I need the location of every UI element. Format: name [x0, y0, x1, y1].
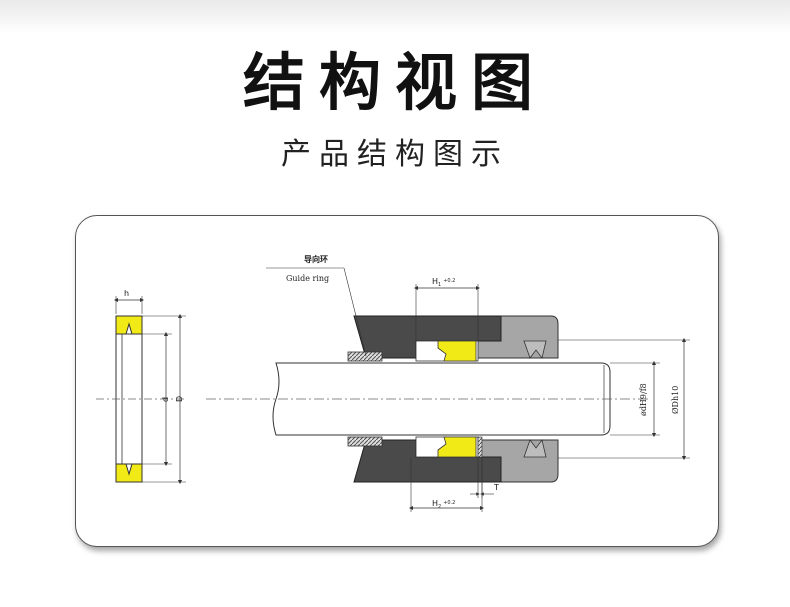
top-shade [0, 0, 790, 34]
dim-h-label: h [124, 289, 129, 298]
guide-ring-top [347, 351, 383, 362]
dim-d-label: d [161, 397, 170, 402]
structure-diagram-card: h d D [75, 215, 719, 547]
guide-ring-bottom [347, 436, 383, 447]
dim-Dh10-label: ØDh10 [671, 386, 680, 414]
guide-ring-en-label: Guide ring [286, 274, 329, 283]
structure-diagram: h d D [96, 254, 690, 512]
dim-T-label: T [493, 483, 499, 492]
page-subtitle: 产品结构图示 [281, 137, 509, 172]
assembly-cross-section: 导向环 Guide ring H1+0.2 H2+0.2 T ød [206, 254, 690, 512]
seal-bottom [437, 436, 477, 458]
guide-ring-cn-label: 导向环 [304, 254, 328, 264]
dim-H1-label: H1+0.2 [432, 277, 455, 288]
seal-top [437, 340, 477, 362]
dim-dH9-label: ødH9/f8 [639, 383, 648, 416]
dim-D-label: D [175, 396, 184, 402]
seal-cross-section: h d D [96, 289, 186, 485]
dim-H2-label: H2+0.2 [432, 499, 455, 510]
page-title: 结构视图 [242, 46, 547, 119]
seal-lip-top [115, 315, 143, 335]
seal-lip-bottom [115, 463, 143, 483]
